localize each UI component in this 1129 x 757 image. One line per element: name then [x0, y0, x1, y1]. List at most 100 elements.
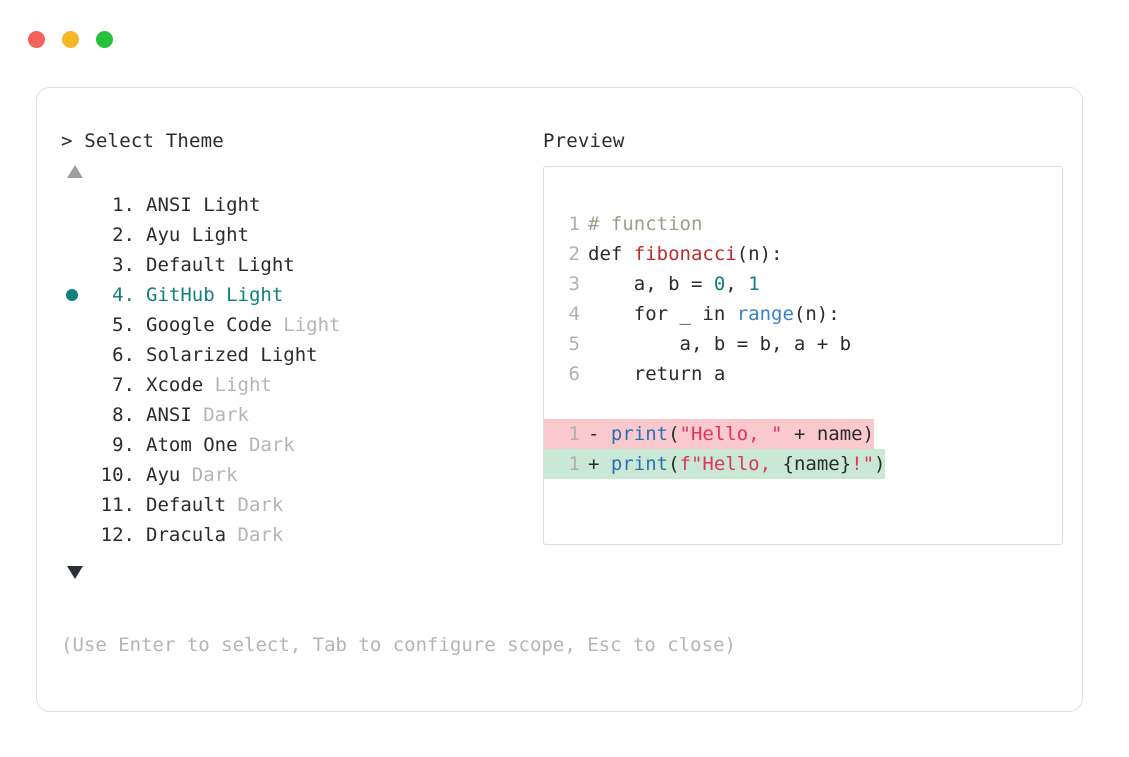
bullet-placeholder-icon: [66, 469, 78, 481]
line-number: 5: [568, 333, 580, 355]
theme-list-item[interactable]: 2.Ayu Light: [61, 220, 531, 250]
selection-bullet-cell: [61, 250, 91, 280]
theme-list-item[interactable]: 3. Default Light: [61, 250, 531, 280]
diff-sign: -: [588, 423, 611, 445]
theme-item-index: 6.: [112, 344, 135, 366]
theme-item-index: 1.: [112, 194, 135, 216]
code-token-builtin: range: [736, 303, 794, 325]
theme-item-variant: Light: [248, 344, 318, 366]
code-token-plain: a, b = b, a + b: [588, 333, 852, 355]
theme-item-variant: Dark: [237, 434, 295, 456]
scroll-down-icon[interactable]: [67, 566, 83, 579]
theme-item-name: Solarized: [146, 344, 249, 366]
bullet-placeholder-icon: [66, 229, 78, 241]
code-token-str: f"Hello,: [679, 453, 783, 475]
selection-bullet-cell: [61, 490, 91, 520]
theme-item-variant: Light: [271, 314, 341, 336]
selection-bullet-cell: [61, 310, 91, 340]
line-number: 1: [568, 423, 580, 445]
code-line: 4 for _ in range(n):: [544, 299, 1062, 329]
theme-item-name: Default: [146, 254, 227, 276]
theme-list-item[interactable]: 4.GitHub Light: [61, 280, 531, 310]
code-token-comment: # function: [588, 213, 703, 235]
theme-list-item[interactable]: 9.Atom One Dark: [61, 430, 531, 460]
code-token-plain: ): [874, 453, 886, 475]
theme-item-name: Xcode: [146, 374, 204, 396]
theme-list-item[interactable]: 12.Dracula Dark: [61, 520, 531, 550]
theme-item-variant: Light: [226, 254, 295, 276]
theme-item-name: Ayu: [146, 224, 181, 246]
selection-bullet-cell: [61, 520, 91, 550]
theme-item-name: Dracula: [146, 524, 227, 546]
line-number: 1: [568, 453, 580, 475]
diff-line-content: + print(f"Hello, {name}!"): [580, 453, 885, 475]
code-line-content: # function: [580, 213, 702, 235]
code-token-plain: return a: [588, 363, 726, 385]
code-token-func: fibonacci: [633, 243, 737, 265]
selection-bullet-cell: [61, 460, 91, 490]
code-token-plain: for _ in: [588, 303, 737, 325]
theme-item-name: Google Code: [146, 314, 272, 336]
keyboard-hint: (Use Enter to select, Tab to configure s…: [61, 634, 736, 656]
code-token-plain: {name}: [782, 453, 852, 475]
theme-item-variant: Dark: [226, 494, 284, 516]
theme-list-item[interactable]: 11. Default Dark: [61, 490, 531, 520]
diff-line-content: - print("Hello, " + name): [580, 423, 874, 445]
theme-list-item[interactable]: 5.Google Code Light: [61, 310, 531, 340]
code-token-str: !": [851, 453, 875, 475]
scroll-up-icon[interactable]: [67, 165, 83, 178]
theme-item-variant: Dark: [191, 404, 249, 426]
code-token-plain: def: [588, 243, 634, 265]
theme-item-variant: Dark: [180, 464, 238, 486]
bullet-placeholder-icon: [66, 529, 78, 541]
selection-bullet-cell: [61, 220, 91, 250]
theme-list-item[interactable]: 6. Solarized Light: [61, 340, 531, 370]
window-close-button[interactable]: [28, 31, 45, 48]
code-line: 3 a, b = 0, 1: [544, 269, 1062, 299]
theme-item-index: 8.: [112, 404, 135, 426]
theme-list-item[interactable]: 8.ANSI Dark: [61, 400, 531, 430]
bullet-placeholder-icon: [66, 409, 78, 421]
theme-item-index: 3.: [112, 254, 135, 276]
bullet-placeholder-icon: [66, 349, 78, 361]
window-maximize-button[interactable]: [96, 31, 113, 48]
theme-list-item[interactable]: 1. ANSI Light: [61, 190, 531, 220]
theme-list-item[interactable]: 7. Xcode Light: [61, 370, 531, 400]
theme-item-variant: Dark: [226, 524, 284, 546]
code-line-content: return a: [580, 363, 726, 385]
theme-item-name: Default: [146, 494, 227, 516]
diff-sign: +: [588, 453, 611, 475]
theme-item-variant: Light: [191, 194, 261, 216]
theme-item-name: ANSI: [146, 194, 192, 216]
theme-item-index: 7.: [112, 374, 135, 396]
selection-bullet-cell: [61, 370, 91, 400]
theme-list-item[interactable]: 10.Ayu Dark: [61, 460, 531, 490]
theme-item-name: Atom One: [146, 434, 238, 456]
code-line-content: a, b = b, a + b: [580, 333, 852, 355]
window-minimize-button[interactable]: [62, 31, 79, 48]
theme-item-variant: Light: [203, 374, 272, 396]
diff-added-line: 1+ print(f"Hello, {name}!"): [544, 449, 886, 479]
line-number: 2: [568, 243, 580, 265]
bullet-placeholder-icon: [66, 499, 78, 511]
code-token-plain: (: [668, 423, 680, 445]
prompt-caret-icon: >: [61, 130, 85, 152]
code-token-plain: (: [668, 453, 680, 475]
theme-item-variant: Light: [214, 284, 284, 306]
theme-item-index: 2.: [112, 224, 135, 246]
theme-item-index: 11.: [100, 494, 135, 516]
line-number: 3: [568, 273, 580, 295]
code-token-plain: + name): [782, 423, 875, 445]
bullet-placeholder-icon: [66, 439, 78, 451]
bullet-placeholder-icon: [66, 199, 78, 211]
code-line-content: a, b = 0, 1: [580, 273, 760, 295]
window-controls: [28, 31, 113, 48]
page-title-text: Select Theme: [84, 130, 224, 152]
bullet-placeholder-icon: [66, 319, 78, 331]
code-token-plain: (n):: [793, 303, 840, 325]
code-token-plain: a, b =: [588, 273, 714, 295]
